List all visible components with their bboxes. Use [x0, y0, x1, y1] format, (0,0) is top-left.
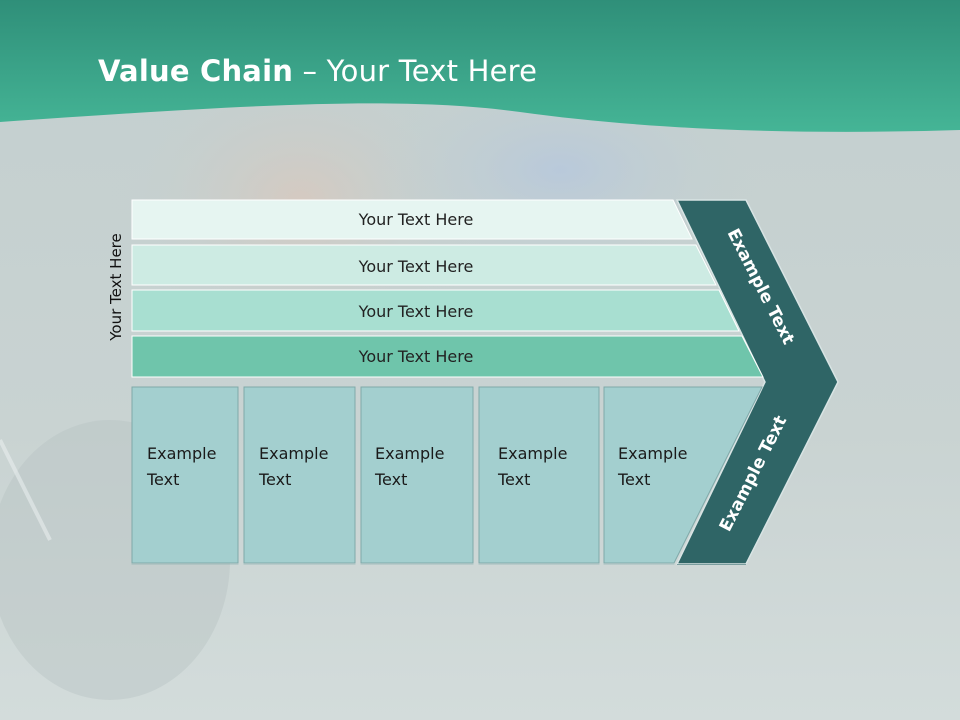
box-5-line1: Example: [618, 444, 687, 463]
band-2-shape: [131, 244, 717, 286]
reflection-text-3b: Text: [374, 639, 407, 658]
box-2: Example Text: [243, 386, 356, 564]
box-5: Example Text: [603, 386, 763, 564]
reflection-box-1: [131, 564, 239, 720]
box-2-line2: Text: [258, 470, 291, 489]
box-1-shape: [131, 386, 239, 564]
reflection-text-3: Example: [375, 665, 444, 684]
reflection-text-4: Example: [498, 665, 567, 684]
box-4-line1: Example: [498, 444, 567, 463]
reflection-text-5: Example: [618, 665, 687, 684]
box-4-shape: [478, 386, 600, 564]
band-2-label: Your Text Here: [358, 257, 474, 276]
box-3-line1: Example: [375, 444, 444, 463]
band-1-shape: [131, 199, 693, 240]
reflection-text-1b: Text: [146, 639, 179, 658]
band-4-label: Your Text Here: [358, 347, 474, 366]
reflection-text-4b: Text: [497, 639, 530, 658]
band-3: Your Text Here: [131, 289, 740, 332]
reflection-text-1: Example: [147, 665, 216, 684]
reflection-text-2b: Text: [258, 639, 291, 658]
reflection-text-5b: Text: [617, 639, 650, 658]
title-bold: Value Chain: [98, 54, 294, 88]
title-rest: – Your Text Here: [293, 54, 538, 88]
box-2-line1: Example: [259, 444, 328, 463]
box-1: Example Text: [131, 386, 239, 564]
reflection-box-4: [478, 564, 600, 720]
box-3-shape: [360, 386, 474, 564]
reflection-text-2: Example: [259, 665, 328, 684]
box-list: Example Text Example Text Example Text E…: [131, 386, 763, 564]
box-4-line2: Text: [497, 470, 530, 489]
band-3-shape: [131, 289, 740, 332]
box-1-line2: Text: [146, 470, 179, 489]
reflection-chevron: [677, 564, 763, 720]
box-3-line2: Text: [374, 470, 407, 489]
band-4-shape: [131, 335, 764, 378]
band-2: Your Text Here: [131, 244, 717, 286]
box-2-shape: [243, 386, 356, 564]
box-5-shape: [603, 386, 763, 564]
box-4: Example Text: [478, 386, 600, 564]
band-list: Your Text Here Your Text Here Your Text …: [131, 199, 764, 378]
slide-title: Value Chain – Your Text Here: [98, 54, 537, 88]
band-1: Your Text Here: [131, 199, 693, 240]
band-1-label: Your Text Here: [358, 210, 474, 229]
reflection-box-2: [243, 564, 356, 720]
reflection-box-3: [360, 564, 474, 720]
box-1-line1: Example: [147, 444, 216, 463]
band-3-label: Your Text Here: [358, 302, 474, 321]
reflection: Example Text Example Text Example Text E…: [131, 564, 791, 720]
band-4: Your Text Here: [131, 335, 764, 378]
box-5-line2: Text: [617, 470, 650, 489]
box-3: Example Text: [360, 386, 474, 564]
